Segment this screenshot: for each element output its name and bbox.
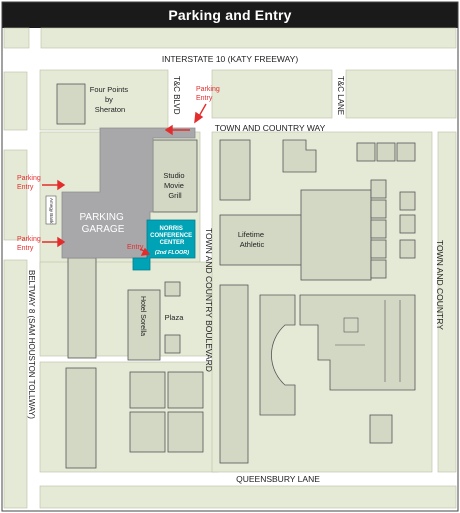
block-west-2: [3, 149, 28, 241]
building-side-3: [370, 219, 387, 239]
building-side-2: [370, 199, 387, 219]
building-plaza-small-2: [164, 334, 181, 354]
building-row-2: [376, 142, 396, 162]
block-nw-corner: [3, 27, 30, 49]
crescent-details: [335, 300, 401, 382]
marker-parking-entry-top: Parking Entry: [196, 86, 222, 102]
block-bottom-strip: [39, 485, 457, 509]
label-hotel-sorella: Hotel Sorella: [139, 296, 146, 336]
building-south-east-small: [369, 414, 393, 444]
arrow-way-head: [164, 124, 173, 136]
label-amegy-bank: Amegy Bank: [49, 198, 54, 224]
arrow-left2-head: [57, 236, 66, 248]
building-lifetime-athletic: [219, 214, 303, 266]
building-far-2: [399, 214, 416, 234]
block-far-east: [437, 131, 457, 473]
parking-garage-shape: [61, 127, 196, 259]
marker-parking-entry-left-2: Parking Entry: [17, 236, 43, 252]
road-label-beltway: BELTWAY 8 (SAM HOUSTON TOLLWAY): [27, 270, 36, 419]
label-studio-movie-grill: Studio Movie Grill: [163, 171, 186, 200]
arrow-top-head: [194, 111, 204, 124]
road-label-interstate: INTERSTATE 10 (KATY FREEWAY): [162, 54, 299, 64]
block-top-strip: [40, 27, 457, 49]
building-crescent-west: [259, 294, 296, 416]
marker-entry: Entry: [127, 244, 144, 251]
label-norris: NORRIS CONFERENCE CENTER: [150, 226, 194, 246]
building-sw-tall: [65, 367, 97, 469]
block-north-mid: [211, 69, 333, 119]
arrow-entry-head: [140, 247, 151, 256]
road-label-queensbury: QUEENSBURY LANE: [236, 474, 320, 484]
block-west-1: [3, 71, 28, 131]
crescent-court: [343, 317, 359, 333]
building-far-1: [399, 191, 416, 211]
building-west-tall: [67, 257, 97, 359]
marker-parking-entry-left-1: Parking Entry: [17, 175, 43, 191]
label-four-points: Four Points by Sheraton: [90, 85, 130, 114]
building-small-l: [282, 139, 317, 173]
amegy-bank-shape: [45, 195, 57, 225]
road-label-tc-lane: T&C LANE: [336, 76, 345, 115]
building-side-1: [370, 179, 387, 199]
building-side-4: [370, 239, 387, 259]
building-far-3: [399, 239, 416, 259]
building-row-3: [396, 142, 416, 162]
block-north-east: [345, 69, 457, 119]
building-east-column: [219, 284, 249, 464]
label-plaza: Plaza: [165, 313, 185, 322]
building-plaza-small-1: [164, 281, 181, 297]
building-four-points: [56, 83, 86, 125]
road-label-town-country-right: TOWN AND COUNTRY: [435, 240, 445, 330]
building-sw-1: [129, 371, 166, 409]
building-row-1: [356, 142, 376, 162]
road-label-town-country-blvd: TOWN AND COUNTRY BOULEVARD: [204, 228, 214, 372]
building-sw-3: [129, 411, 166, 453]
building-side-5: [370, 259, 387, 279]
building-studio-movie-grill: [152, 139, 198, 213]
arrow-left1-head: [57, 179, 66, 191]
entry-arrows: [42, 103, 207, 256]
map-title: Parking and Entry: [2, 2, 458, 28]
buildings-layer: [56, 83, 416, 469]
building-crescent-main: [299, 294, 416, 391]
norris-conference-center-shape: [132, 219, 196, 271]
road-label-town-country-way: TOWN AND COUNTRY WAY: [215, 123, 326, 133]
label-lifetime-athletic: Lifetime Athletic: [238, 230, 266, 249]
building-sw-4: [167, 411, 204, 453]
block-west-3: [3, 259, 28, 509]
building-sw-2: [167, 371, 204, 409]
label-parking-garage: PARKING GARAGE: [79, 212, 126, 235]
building-hotel-sorella: [127, 289, 161, 361]
building-east-big: [300, 189, 372, 281]
label-norris-floor: (2nd FLOOR): [155, 250, 189, 256]
building-north-tower: [219, 139, 251, 201]
road-label-tc-blvd: T&C BLVD: [172, 76, 181, 115]
